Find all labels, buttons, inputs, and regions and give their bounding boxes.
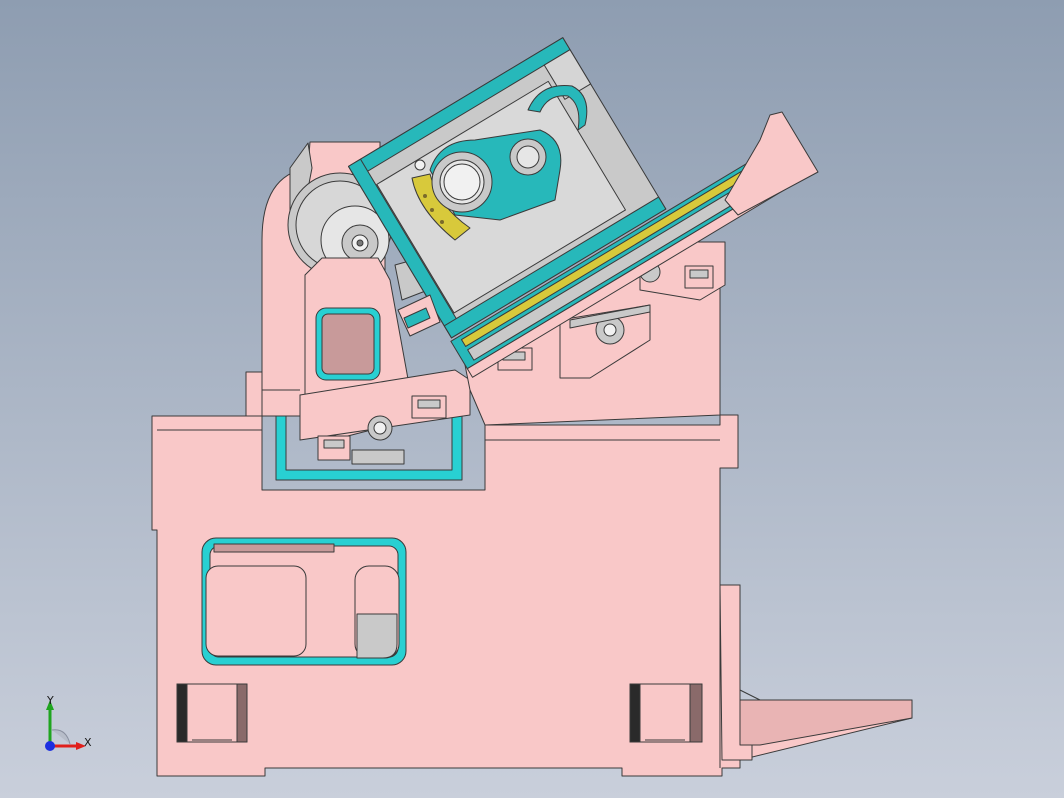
curved-slot [527,85,588,131]
x-axis-arrowhead [76,742,86,750]
front-guard [397,294,441,337]
axis-triad: Y X [45,694,92,751]
x-axis-label: X [84,736,92,749]
triad-plane [51,729,71,745]
z-axis-dot [45,741,55,751]
machine-assembly[interactable] [151,37,913,777]
base-cutout-window [201,537,407,666]
rail-end-bracket [724,111,819,216]
machine-base[interactable] [151,414,913,777]
y-axis-label: Y [46,694,54,707]
right-support-frame[interactable] [459,241,726,426]
base-foot-right [629,683,703,743]
gear-plate[interactable] [429,129,562,221]
inclined-slide-table[interactable] [450,139,808,378]
base-foot-left [176,683,248,743]
y-axis-arrowhead [46,700,54,710]
lower-carriage [299,369,471,465]
pivot-pin [414,159,426,171]
